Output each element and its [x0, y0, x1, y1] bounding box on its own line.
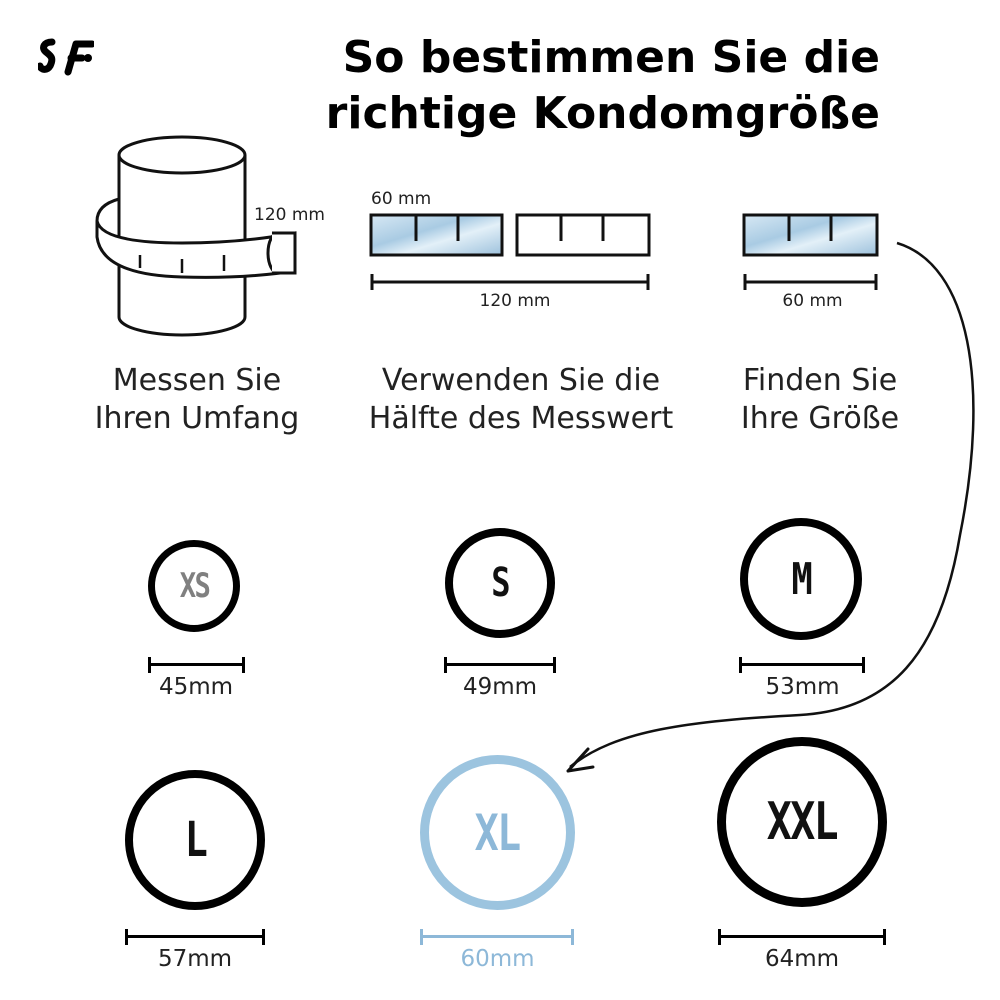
cylinder-measuring-tape-icon: [95, 135, 297, 337]
find-measurement-label: 60 mm: [782, 291, 843, 311]
size-letter: XS: [179, 566, 210, 606]
size-width: 45mm: [158, 674, 234, 700]
size-l: L 57mm: [120, 770, 270, 975]
step-measure-measurement: 120 mm: [254, 205, 325, 225]
size-measure-line: [125, 929, 265, 945]
size-circle: L: [125, 770, 265, 910]
size-xs: XS 45mm: [140, 540, 250, 700]
measuring-segment-icon: [742, 213, 879, 290]
step-measure-visual: 120 mm: [92, 125, 332, 345]
sf-logo-icon: [38, 38, 94, 76]
step-measure-label: Messen Sie Ihren Umfang: [94, 363, 300, 436]
size-measure-line: [739, 657, 865, 673]
size-measure-line: [420, 929, 574, 945]
size-width: 57mm: [157, 946, 233, 972]
size-width: 53mm: [765, 674, 840, 700]
size-circle: XS: [148, 540, 240, 632]
size-s: S 49mm: [440, 528, 560, 703]
size-letter: M: [791, 553, 812, 605]
measuring-segments-icon: [369, 213, 651, 290]
size-circle: S: [445, 528, 555, 638]
size-measure-line: [148, 657, 245, 673]
size-width: 60mm: [460, 946, 535, 972]
size-m: M 53mm: [735, 518, 870, 703]
steps-labels: Messen Sie Ihren Umfang Verwenden Sie di…: [0, 362, 1000, 442]
size-circle: XXL: [717, 737, 887, 907]
size-letter: L: [184, 812, 207, 868]
step-half-visual: 60 mm 120 mm: [365, 185, 665, 320]
size-width: 64mm: [764, 946, 840, 972]
total-measurement-label: 120 mm: [479, 291, 551, 311]
step-half-label: Verwenden Sie die Hälfte des Messwert: [368, 363, 674, 436]
step-find-visual: 60 mm: [740, 205, 885, 320]
size-letter: S: [491, 560, 510, 606]
curved-arrow-icon: [566, 241, 975, 773]
size-width: 49mm: [462, 674, 538, 700]
step-find-label: Finden Sie Ihre Größe: [740, 363, 900, 436]
size-circle: XL: [420, 755, 575, 910]
half-measurement-label: 60 mm: [371, 189, 432, 209]
page-title: So bestimmen Sie die richtige Kondomgröß…: [325, 32, 880, 139]
size-circle: M: [740, 518, 862, 640]
size-measure-line: [718, 929, 886, 945]
size-letter: XL: [475, 803, 522, 862]
size-measure-line: [444, 657, 556, 673]
size-xxl: XXL 64mm: [712, 737, 892, 975]
size-xl: XL 60mm: [415, 755, 580, 975]
size-letter: XXL: [766, 792, 839, 852]
